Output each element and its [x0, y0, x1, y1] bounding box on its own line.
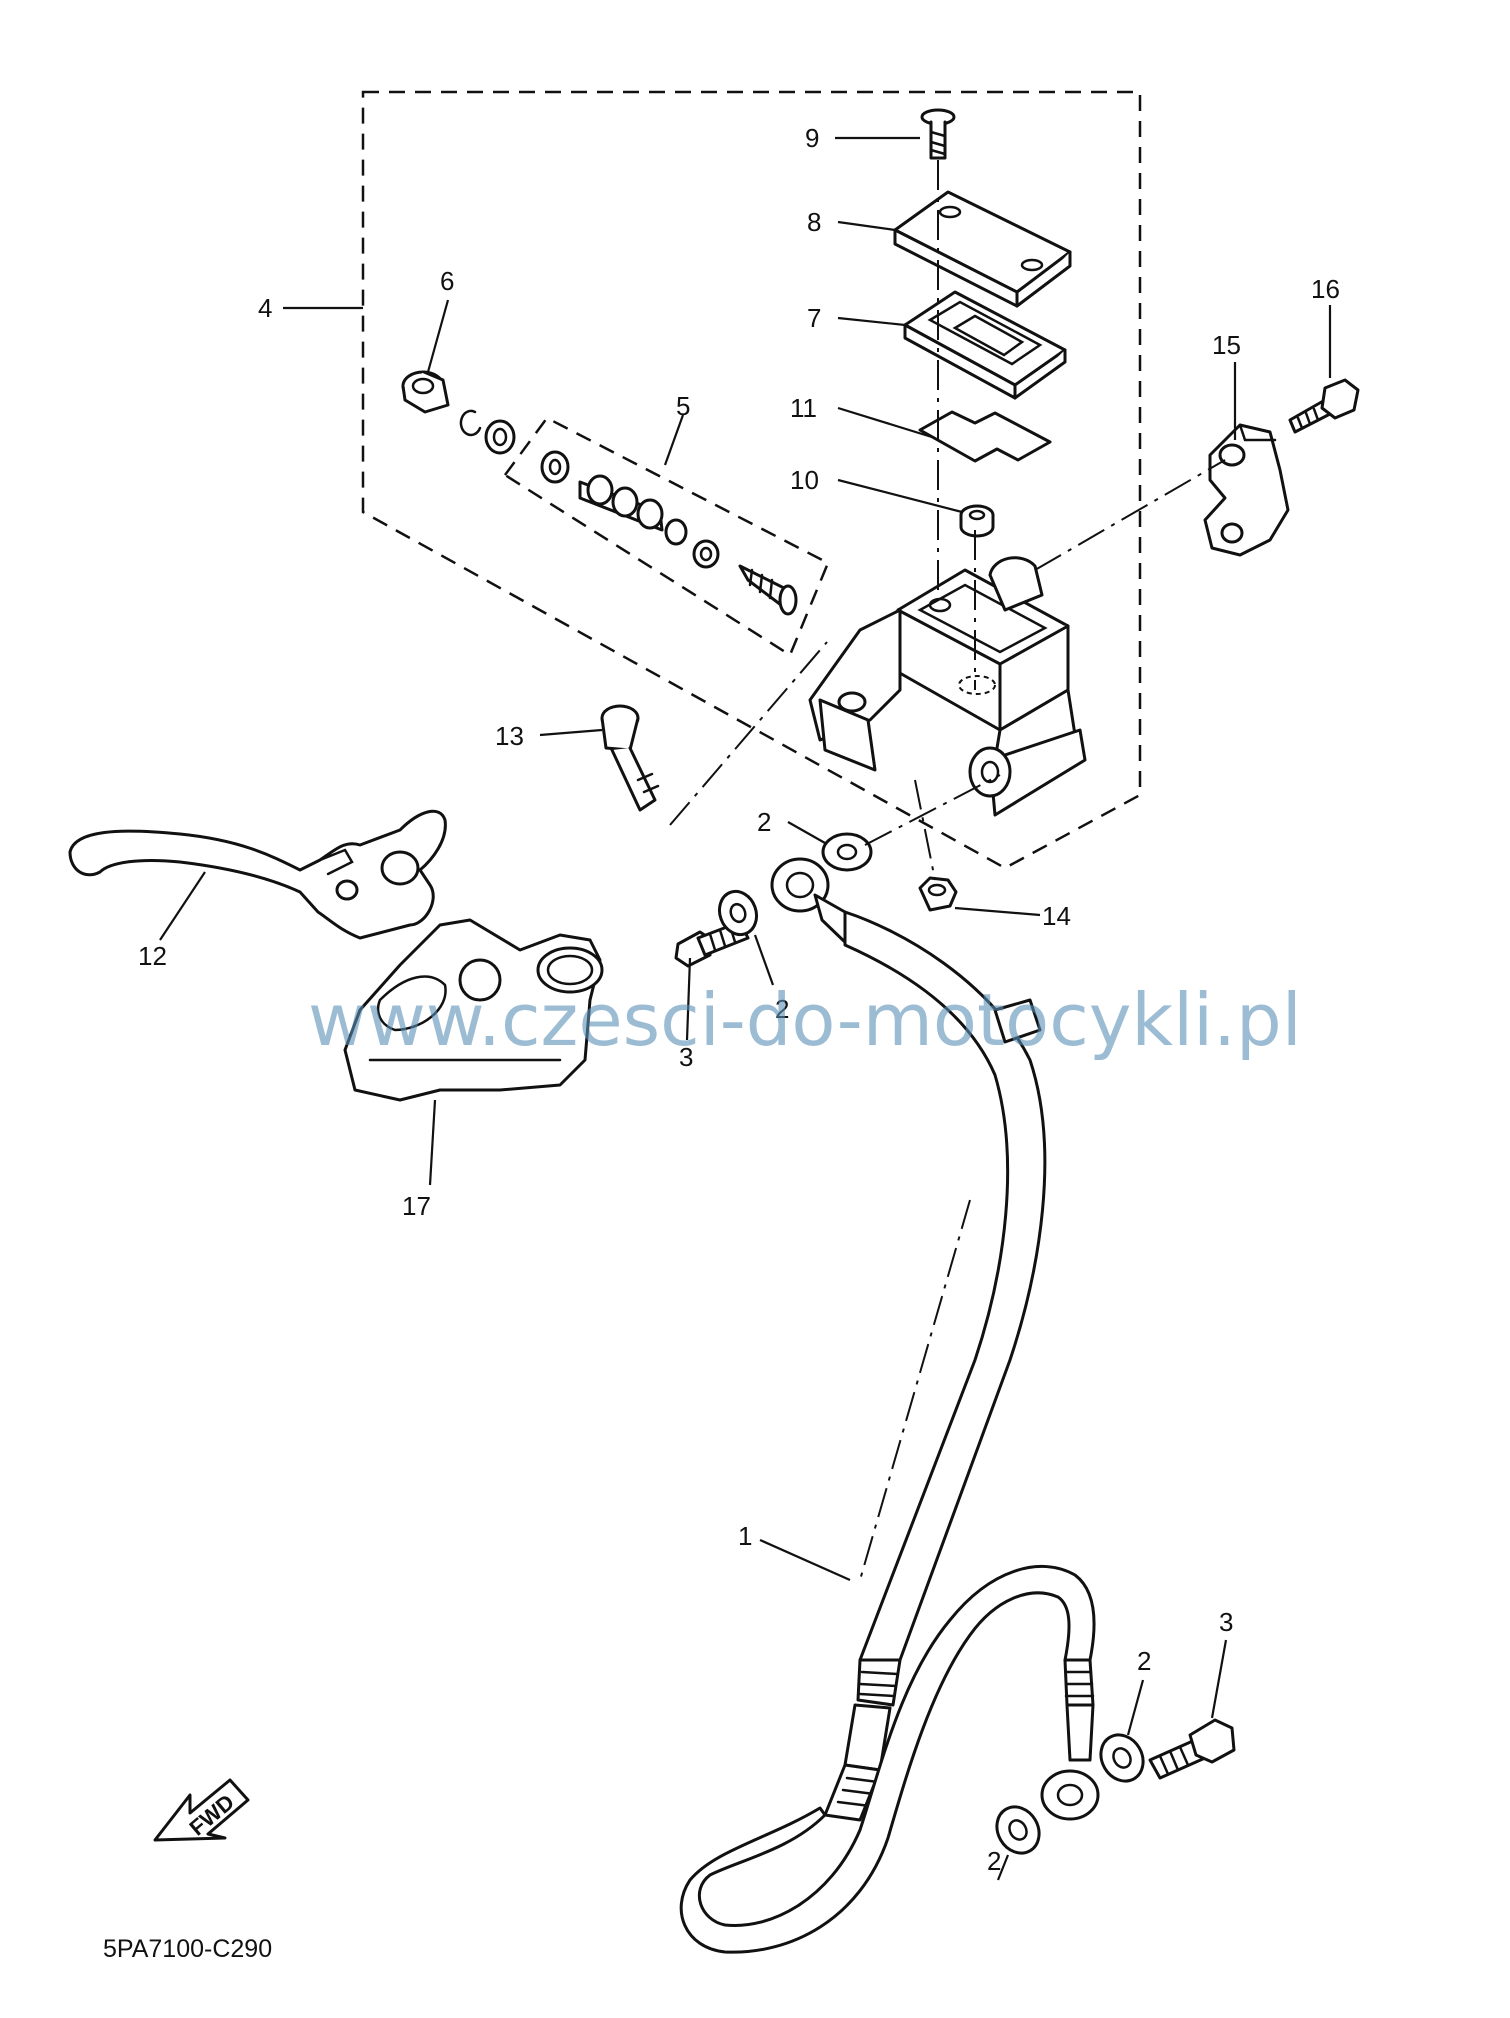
fwd-arrow-icon: FWD	[153, 1778, 250, 1842]
callout-15: 15	[1212, 330, 1241, 360]
part-17-lever-cover	[343, 918, 604, 1102]
callout-12: 12	[138, 941, 167, 971]
part-16-bolt	[1288, 378, 1360, 434]
centerline-cap	[914, 779, 936, 881]
callout-13: 13	[495, 721, 524, 751]
part-2-washer-lower-right	[1099, 1733, 1145, 1783]
part-2-washer-upper-right	[821, 832, 873, 872]
part-1-brake-hose	[679, 857, 1100, 1954]
part-12-lever	[68, 809, 447, 940]
part-8-cover	[893, 190, 1072, 308]
part-6-boot	[401, 370, 450, 414]
piston-washer	[484, 419, 516, 455]
callout-3-lower: 3	[1219, 1607, 1233, 1637]
callout-2-lower-right: 2	[1137, 1646, 1151, 1676]
callout-5: 5	[676, 391, 690, 421]
callout-7: 7	[807, 303, 821, 333]
part-2-washer-upper-left	[717, 889, 759, 937]
assembly-5-boundary	[503, 416, 830, 657]
callout-3-upper: 3	[679, 1042, 693, 1072]
leader-lines	[159, 136, 1332, 1881]
callout-4: 4	[258, 293, 272, 323]
part-10-float	[959, 504, 995, 538]
callout-17: 17	[402, 1191, 431, 1221]
piston-circlip	[459, 409, 482, 437]
callout-2-upper-left: 2	[775, 994, 789, 1024]
master-cylinder-body	[808, 556, 1087, 817]
callout-2-upper-right: 2	[757, 807, 771, 837]
part-5-piston-kit	[540, 450, 798, 616]
part-9-screw	[920, 108, 956, 160]
part-7-diaphragm	[903, 290, 1067, 400]
callout-1: 1	[738, 1521, 752, 1551]
centerline-banjo-upper	[864, 774, 1001, 846]
part-14-cap	[918, 876, 958, 912]
part-13-pivot-bolt	[600, 704, 660, 812]
part-11-plate	[918, 410, 1052, 463]
callout-6: 6	[440, 266, 454, 296]
callout-8: 8	[807, 207, 821, 237]
callout-2-lower-left: 2	[987, 1846, 1001, 1876]
callout-9: 9	[805, 123, 819, 153]
centerline-holder	[1034, 459, 1226, 571]
callout-16: 16	[1311, 274, 1340, 304]
watermark: www.czesci-do-motocykli.pl	[308, 978, 1302, 1062]
callout-10: 10	[790, 465, 819, 495]
callout-14: 14	[1042, 901, 1071, 931]
centerline-hose	[859, 1199, 971, 1581]
part-2-washer-lower-left	[995, 1805, 1041, 1855]
diagram-code: 5PA7100-C290	[103, 1935, 272, 1963]
callout-11: 11	[790, 393, 817, 423]
part-3-union-bolt-lower	[1148, 1718, 1236, 1780]
part-15-holder	[1203, 423, 1290, 557]
centerline-pivot	[669, 641, 828, 826]
